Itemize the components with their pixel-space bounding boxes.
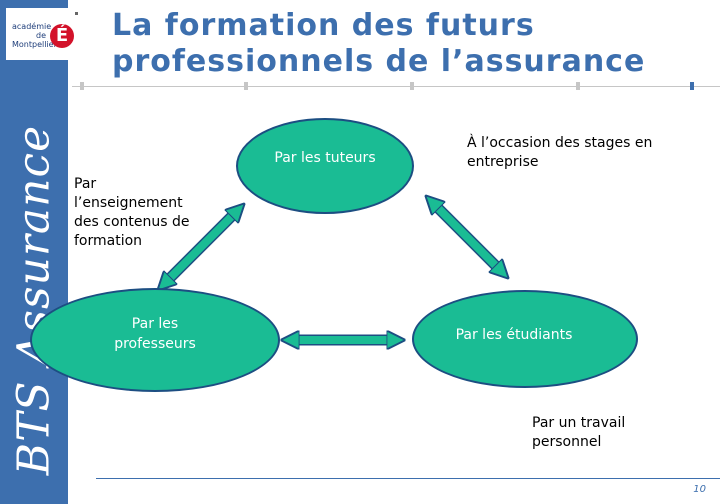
title-divider bbox=[72, 86, 720, 87]
footer-divider bbox=[96, 478, 720, 479]
node-tuteurs: Par les tuteurs bbox=[236, 118, 414, 214]
node-professeurs-label: Par les professeurs bbox=[114, 316, 196, 352]
arrow-left-top bbox=[164, 210, 238, 284]
logo-text: académie de Montpellier bbox=[12, 22, 57, 49]
divider-tick bbox=[576, 82, 580, 90]
academie-logo: académie de Montpellier É bbox=[6, 8, 76, 60]
node-etudiants-label: Par les étudiants bbox=[455, 327, 573, 343]
logo-letter: É bbox=[55, 25, 69, 46]
divider-tick bbox=[80, 82, 84, 90]
note-enseignement: Par l’enseignement des contenus de forma… bbox=[74, 176, 190, 249]
divider-tick bbox=[410, 82, 414, 90]
arrow-top-right bbox=[432, 202, 502, 272]
page-number: 10 bbox=[693, 484, 706, 495]
node-professeurs: Par les professeurs bbox=[30, 288, 280, 392]
divider-tick bbox=[690, 82, 694, 90]
slide-title: La formation des futurs professionnels d… bbox=[112, 8, 646, 79]
node-tuteurs-label: Par les tuteurs bbox=[274, 150, 376, 166]
node-etudiants: Par les étudiants bbox=[412, 290, 638, 388]
logo-emblem: É bbox=[50, 24, 74, 48]
note-stages: À l’occasion des stages en entreprise bbox=[467, 135, 653, 170]
divider-tick bbox=[244, 82, 248, 90]
note-travail: Par un travail personnel bbox=[532, 415, 626, 450]
side-banner: BTS Assurance bbox=[0, 0, 68, 504]
title-bullet bbox=[75, 12, 78, 15]
